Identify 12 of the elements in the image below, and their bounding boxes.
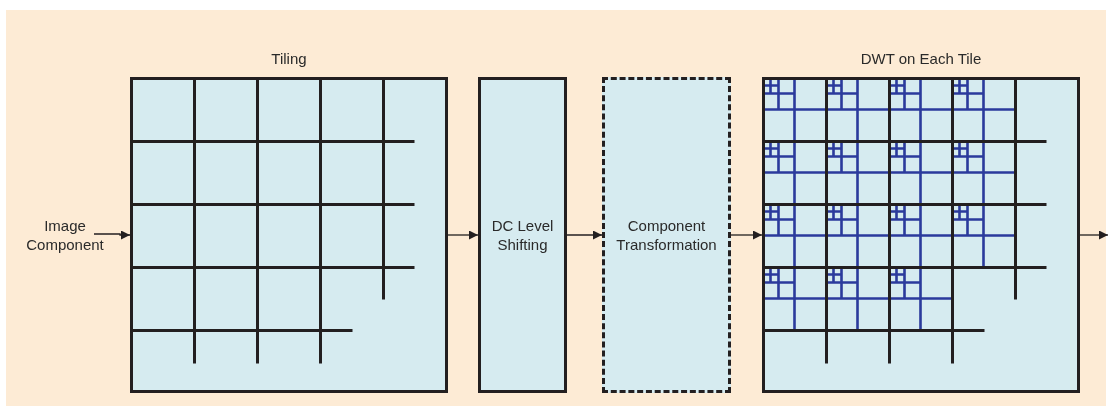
arrow xyxy=(93,230,131,240)
arrow xyxy=(1079,230,1109,240)
process-label: Component Transformation xyxy=(615,216,718,254)
process-box xyxy=(602,77,731,393)
box-heading: DWT on Each Tile xyxy=(859,49,983,68)
process-label: DC Level Shifting xyxy=(490,216,555,254)
arrow xyxy=(730,230,763,240)
arrow xyxy=(447,230,479,240)
process-box xyxy=(478,77,567,393)
arrow xyxy=(566,230,603,240)
input-label: Image Component xyxy=(14,216,116,256)
box-heading: Tiling xyxy=(270,49,308,68)
